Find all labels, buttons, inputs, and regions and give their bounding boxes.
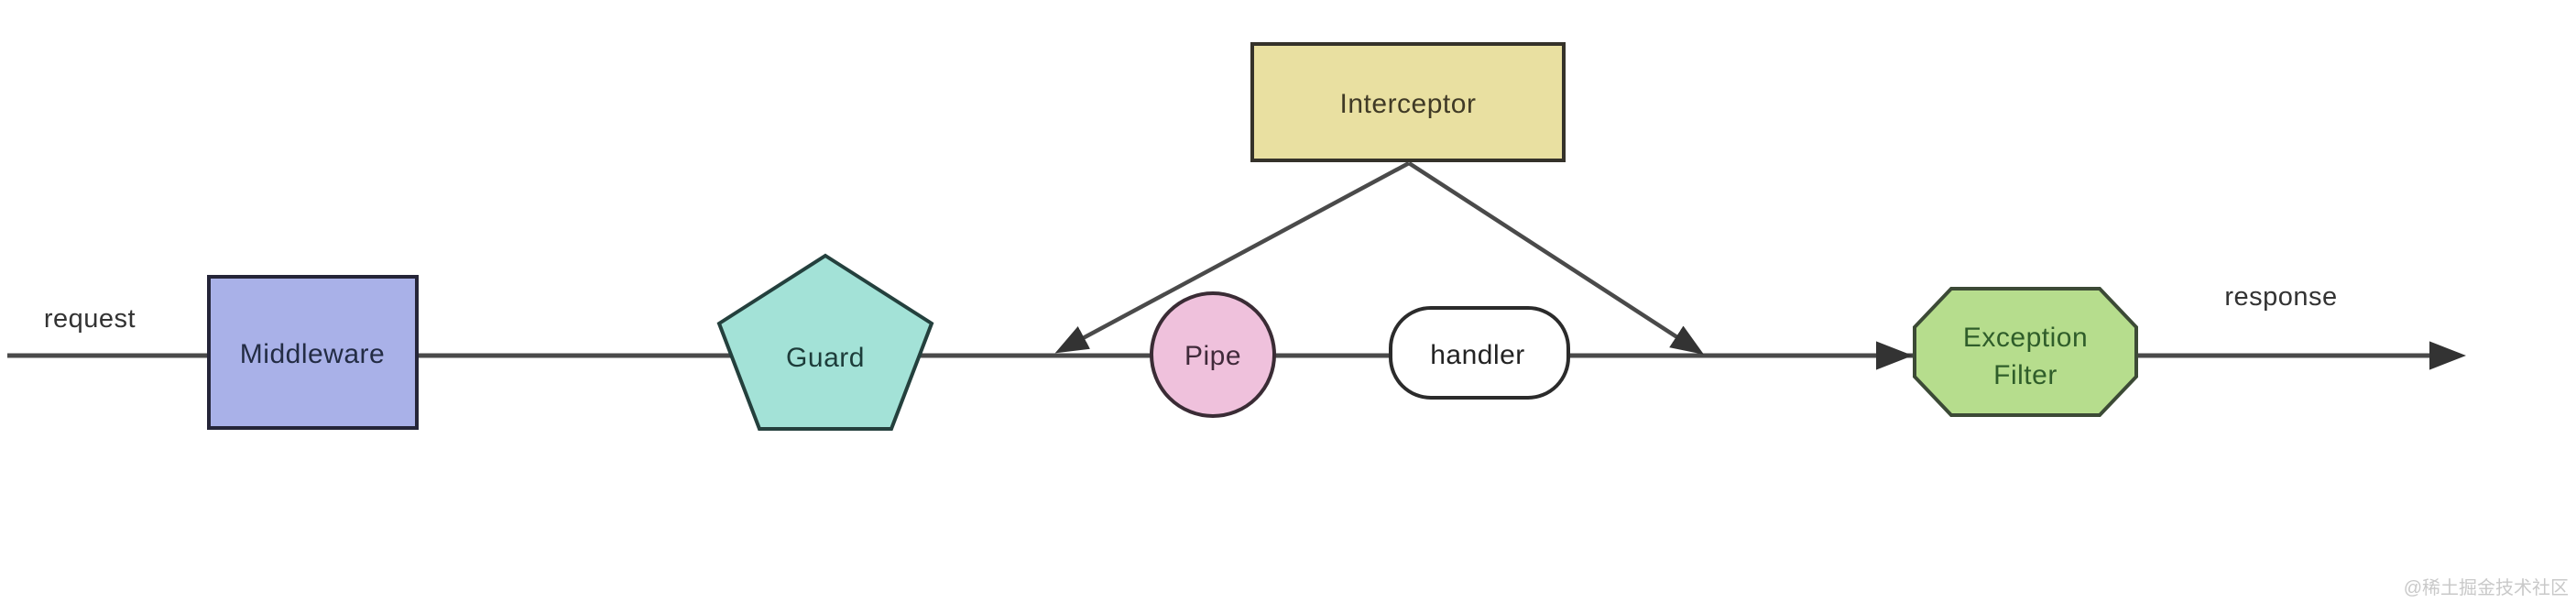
handler-label: handler bbox=[1430, 340, 1525, 370]
interceptor-label: Interceptor bbox=[1340, 89, 1477, 119]
handler-node bbox=[1389, 306, 1570, 400]
pipe-label: Pipe bbox=[1184, 341, 1241, 371]
exception-filter-label-line2: Filter bbox=[1993, 360, 2058, 390]
request-label: request bbox=[44, 304, 136, 334]
exception-filter-label-line1: Exception bbox=[1963, 323, 2088, 353]
interceptor-node bbox=[1250, 42, 1566, 162]
interceptor-right-arrow bbox=[1407, 161, 1705, 355]
response-label: response bbox=[2224, 282, 2337, 312]
exception-filter-node bbox=[1913, 287, 2138, 417]
interceptor-left-arrow bbox=[1054, 161, 1411, 354]
watermark: @稀土掘金技术社区 bbox=[2404, 577, 2569, 598]
guard-node bbox=[716, 253, 934, 431]
guard-label: Guard bbox=[786, 343, 865, 373]
middleware-label: Middleware bbox=[240, 339, 385, 369]
middleware-node bbox=[207, 275, 419, 430]
pipe-node bbox=[1150, 291, 1276, 418]
